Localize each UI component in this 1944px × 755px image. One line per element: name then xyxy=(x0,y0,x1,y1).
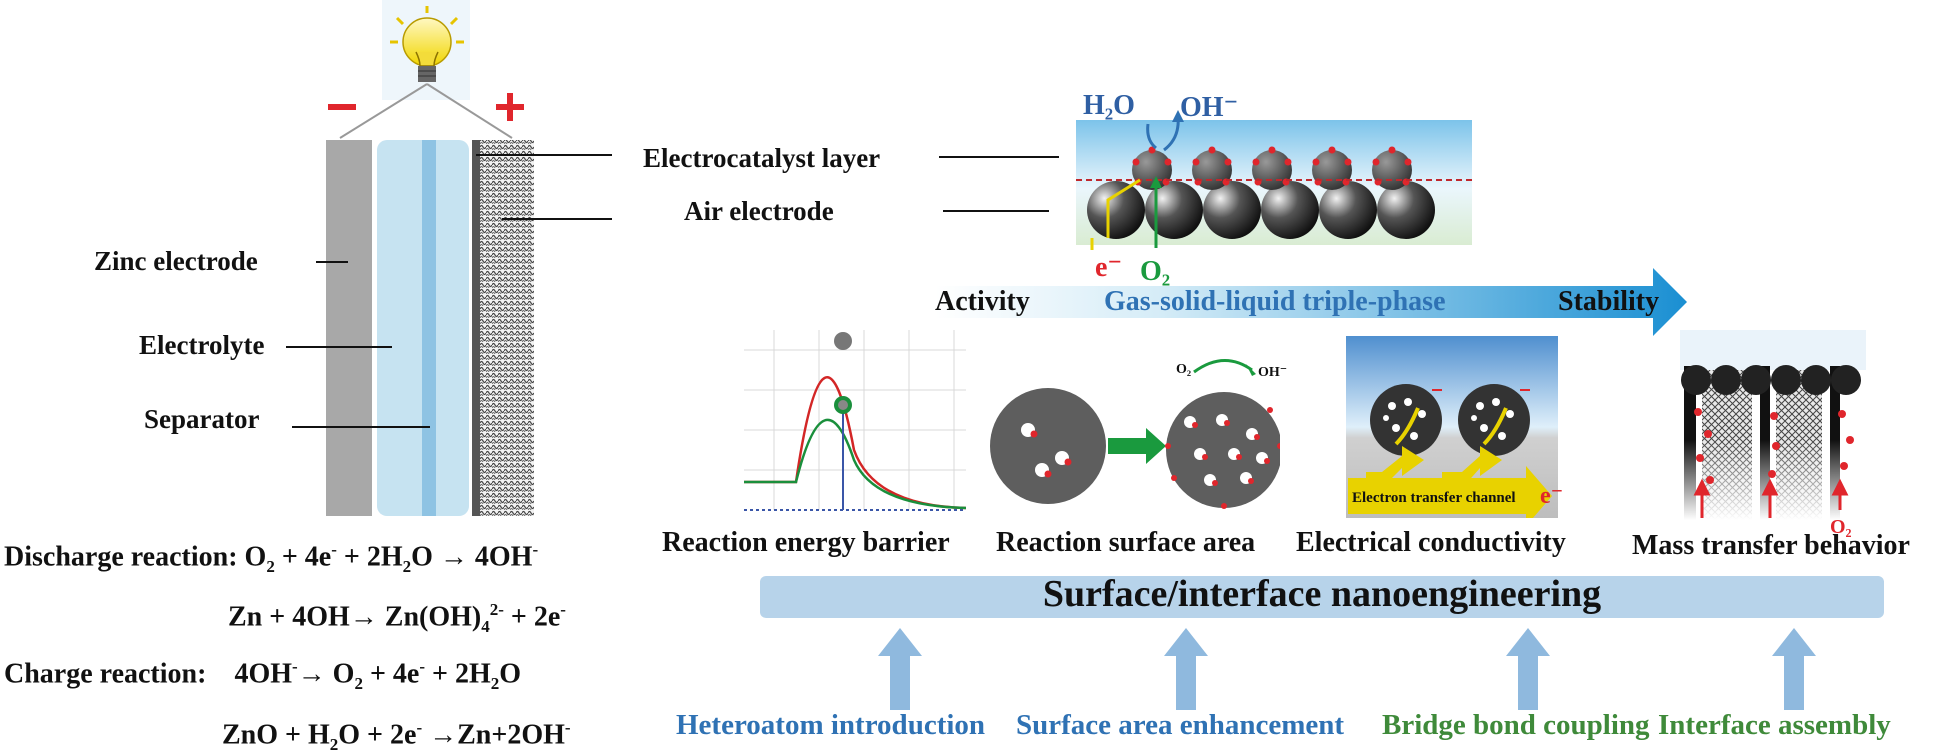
mass-transfer-title: Mass transfer behavior xyxy=(1632,530,1910,561)
mass-transfer-panel xyxy=(1680,330,1866,520)
nanoengineering-banner xyxy=(760,576,1884,618)
surface-area-panel xyxy=(990,359,1280,509)
electrocatalyst-layer-label: Electrocatalyst layer xyxy=(643,143,881,173)
oh-label: OH⁻ xyxy=(1180,92,1239,123)
h2o-label: H₂O xyxy=(1083,90,1135,121)
mass-transfer-o2-label: O₂ xyxy=(1830,516,1852,538)
air-electrode-plate xyxy=(480,140,534,516)
strategy-bridge-bond: Bridge bond coupling xyxy=(1382,709,1650,741)
light-bulb-icon xyxy=(382,0,470,100)
positive-terminal-icon xyxy=(496,93,524,121)
separator-strip xyxy=(422,140,436,516)
separator-label: Separator xyxy=(144,404,260,434)
conductivity-title: Electrical conductivity xyxy=(1296,527,1566,558)
banner-title: Surface/interface nanoengineering xyxy=(1042,573,1602,615)
energy-barrier-panel xyxy=(744,330,966,511)
conductivity-panel xyxy=(1346,336,1558,518)
stability-label: Stability xyxy=(1558,286,1660,317)
surface-area-title: Reaction surface area xyxy=(996,527,1256,558)
zinc-electrode-plate xyxy=(326,140,372,516)
strategy-surface-area: Surface area enhancement xyxy=(1016,709,1345,741)
o2-label: O₂ xyxy=(1140,256,1171,287)
strategy-heteroatom: Heteroatom introduction xyxy=(676,709,986,741)
oh-small-label: OH⁻ xyxy=(1258,365,1288,380)
triple-phase-label: Gas-solid-liquid triple-phase xyxy=(1104,286,1446,317)
activity-label: Activity xyxy=(935,286,1030,317)
electrolyte-label: Electrolyte xyxy=(139,330,265,360)
charge-reaction-2: ZnO + H2O + 2e- →Zn+2OH- xyxy=(222,718,571,754)
triple-phase-inset xyxy=(1076,110,1472,250)
activity-stability-arrow xyxy=(935,268,1687,336)
electrocatalyst-strip xyxy=(472,140,480,516)
strategy-interface-assembly: Interface assembly xyxy=(1658,709,1891,741)
conductivity-e-label: e⁻ xyxy=(1540,483,1564,509)
air-electrode-label: Air electrode xyxy=(684,196,834,226)
electron-channel-label: Electron transfer channel xyxy=(1352,490,1516,506)
discharge-reaction-2: Zn + 4OH→ Zn(OH)42- + 2e- xyxy=(228,600,566,636)
zinc-electrode-label: Zinc electrode xyxy=(94,246,258,276)
o2-small-label: O₂ xyxy=(1176,362,1192,377)
strategy-arrows xyxy=(878,628,1816,710)
electron-label: e⁻ xyxy=(1095,252,1123,283)
negative-terminal-icon xyxy=(328,104,356,110)
energy-barrier-title: Reaction energy barrier xyxy=(662,527,950,558)
discharge-reaction-1: Discharge reaction: O2 + 4e- + 2H2O → 4O… xyxy=(4,540,539,576)
battery-schematic xyxy=(286,0,612,516)
charge-reaction-1: Charge reaction: 4OH-→ O2 + 4e- + 2H2O xyxy=(4,657,522,693)
